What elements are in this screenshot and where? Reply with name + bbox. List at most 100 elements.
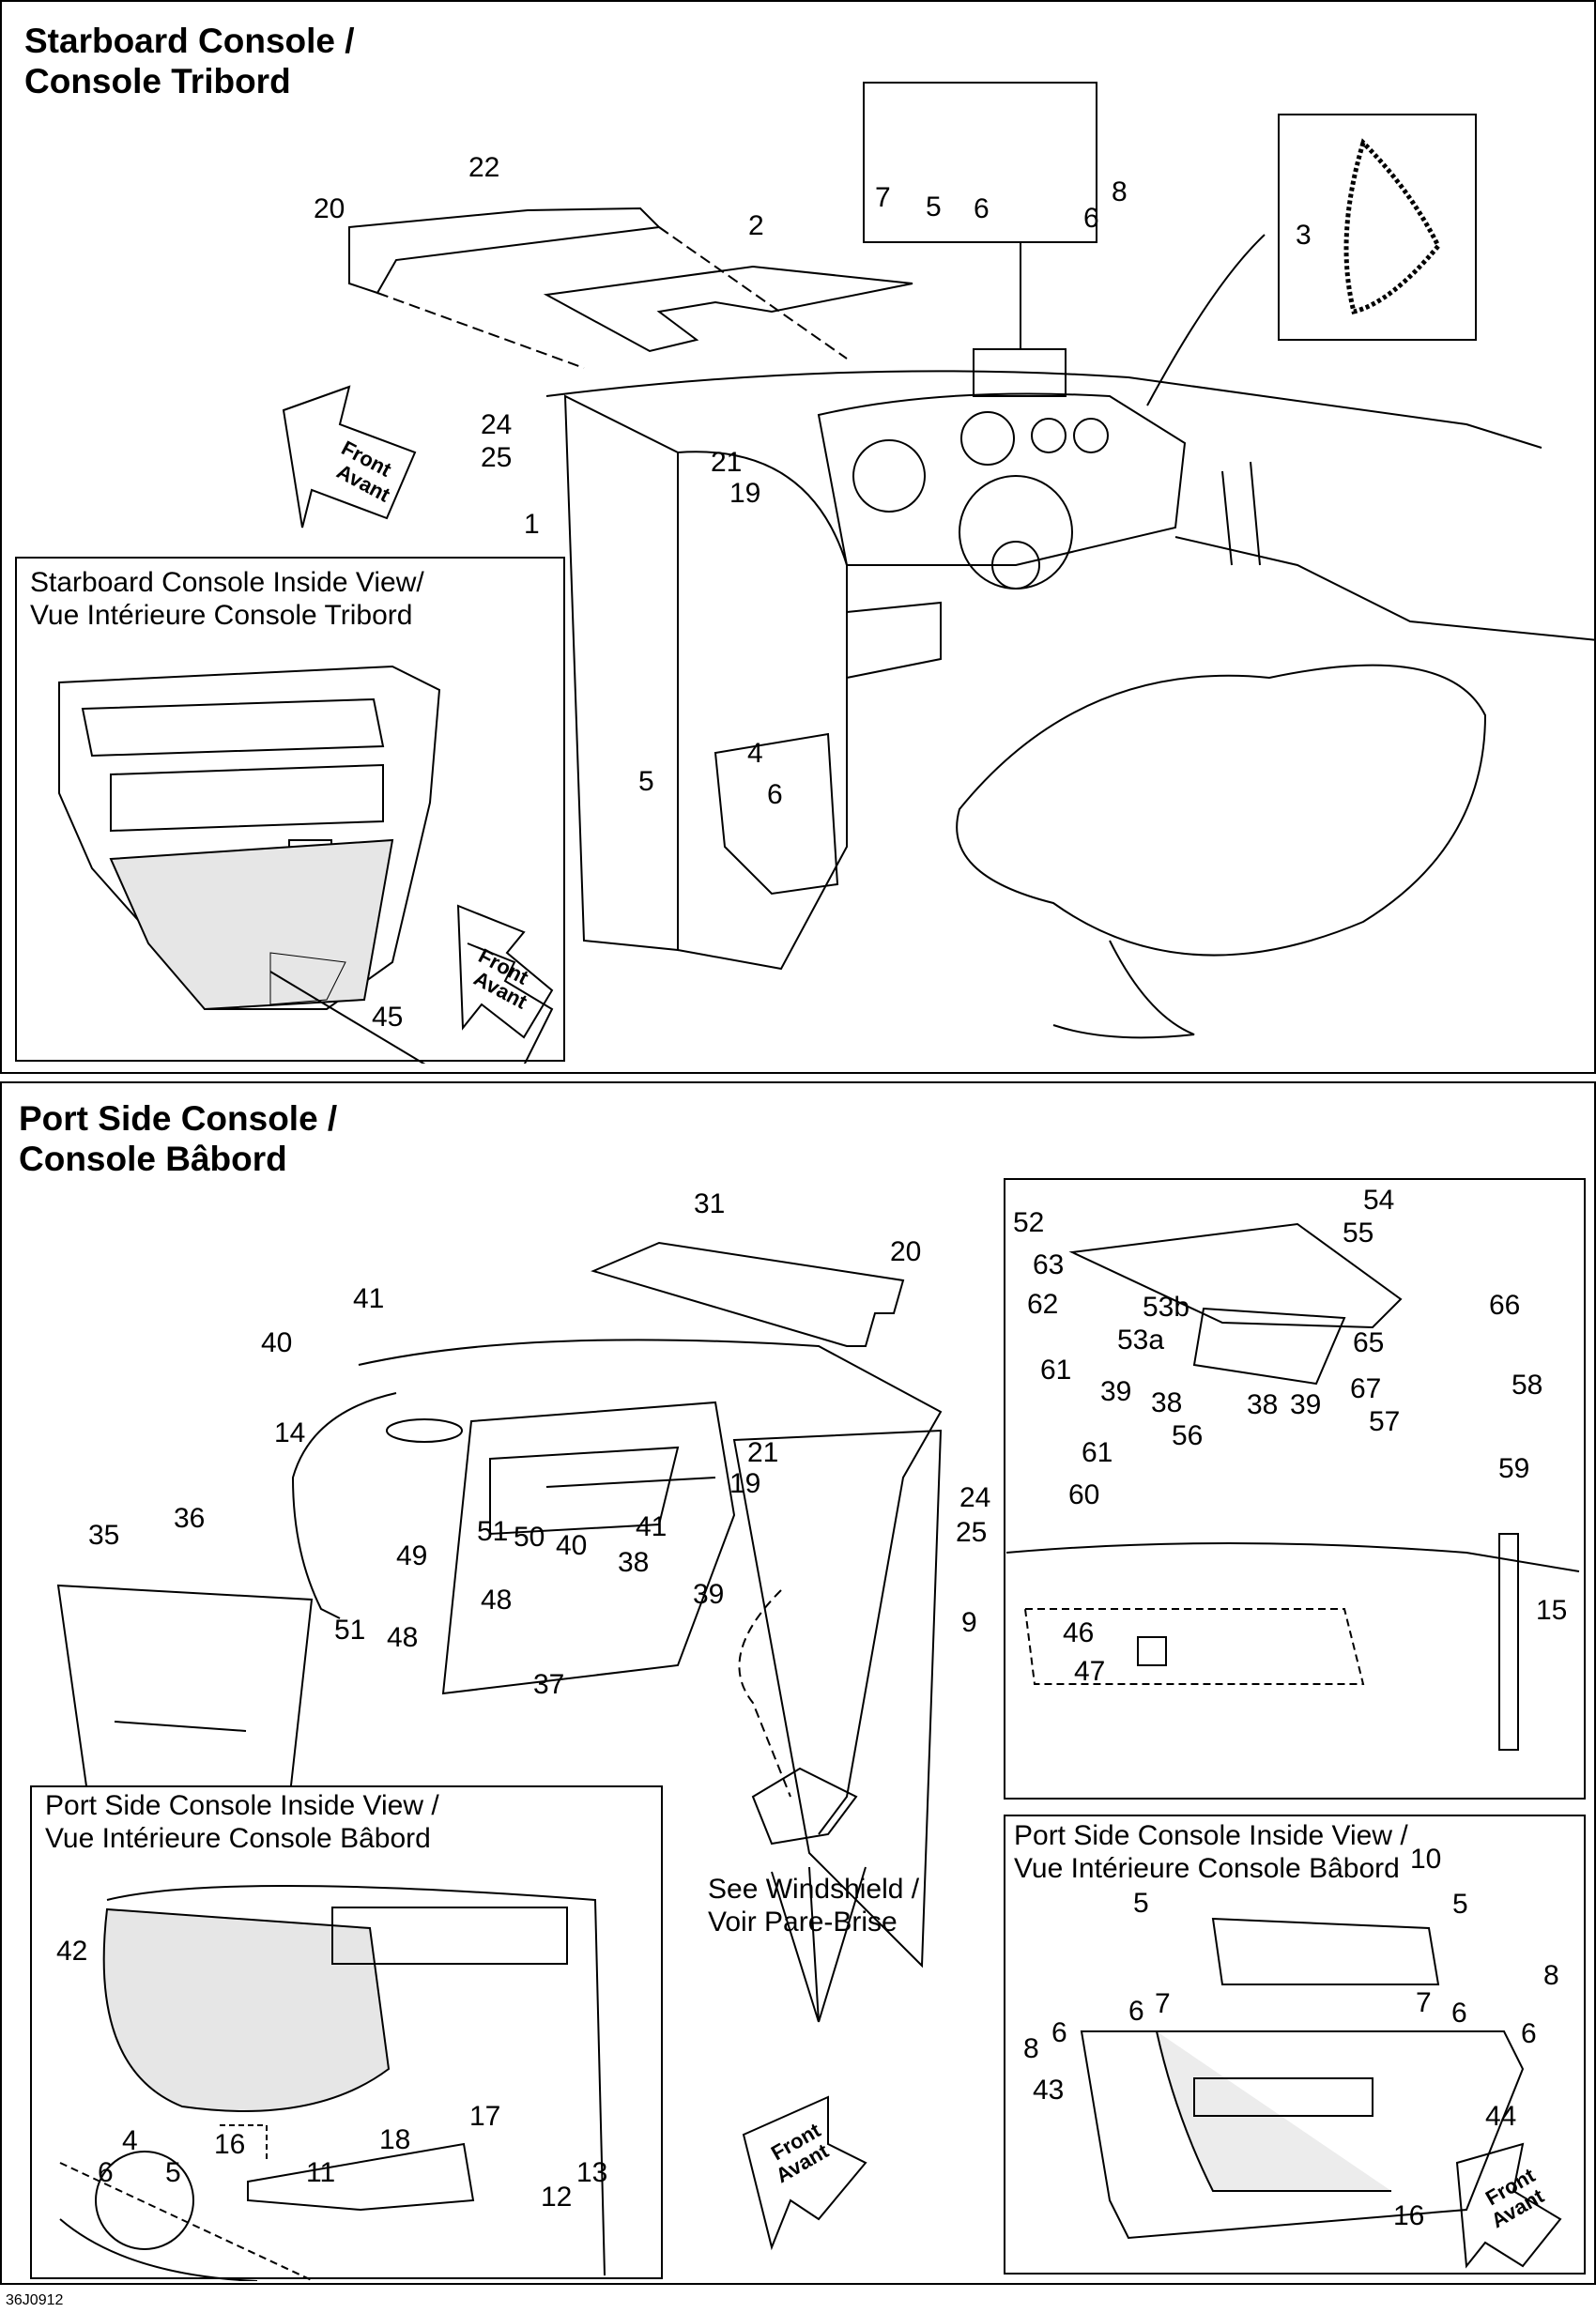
port-inside-view-inset-left: Port Side Console Inside View / Vue Inté… <box>30 1785 663 2281</box>
svg-text:11: 11 <box>306 2157 335 2188</box>
svg-text:46: 46 <box>1063 1617 1094 1648</box>
svg-text:50: 50 <box>514 1522 545 1553</box>
svg-text:8: 8 <box>1023 2033 1039 2064</box>
svg-text:40: 40 <box>556 1530 587 1561</box>
svg-text:6: 6 <box>1521 2018 1537 2049</box>
callout-24: 24 <box>481 409 512 440</box>
port-console-drawing: Front Avant Front Avant See Windshield /… <box>56 1178 1586 2275</box>
svg-text:59: 59 <box>1498 1453 1529 1484</box>
callout-8: 8 <box>1112 176 1128 207</box>
starboard-inside-view-inset: Starboard Console Inside View/ Vue Intér… <box>15 557 565 1064</box>
port-lower-detail-box <box>1004 1815 1586 2275</box>
port-side-console-title: Port Side Console / Console Bâbord <box>19 1099 338 1178</box>
svg-text:57: 57 <box>1369 1406 1400 1437</box>
starboard-console-drawing: 22 20 2 7 5 6 6 8 3 24 25 21 19 1 4 5 6 … <box>282 82 1596 1039</box>
svg-text:41: 41 <box>353 1283 384 1314</box>
svg-text:66: 66 <box>1489 1290 1520 1321</box>
svg-text:47: 47 <box>1074 1656 1105 1687</box>
port-side-console-panel: Port Side Console / Console Bâbord <box>0 1081 1596 2285</box>
svg-text:38: 38 <box>618 1547 649 1578</box>
svg-text:See Windshield /: See Windshield / <box>708 1874 920 1905</box>
svg-text:58: 58 <box>1512 1370 1542 1401</box>
svg-text:39: 39 <box>693 1579 724 1610</box>
front-arrow-lower-right <box>1455 2142 1562 2269</box>
svg-text:5: 5 <box>165 2157 181 2188</box>
svg-text:16: 16 <box>1393 2200 1424 2231</box>
windshield-note: See Windshield / Voir Pare-Brise <box>708 1874 920 1938</box>
svg-text:18: 18 <box>379 2124 410 2155</box>
svg-text:31: 31 <box>694 1188 725 1219</box>
svg-text:55: 55 <box>1343 1218 1373 1248</box>
svg-text:53a: 53a <box>1117 1325 1164 1356</box>
front-arrow-top <box>282 385 417 528</box>
svg-text:4: 4 <box>122 2125 138 2156</box>
svg-text:6: 6 <box>98 2157 114 2188</box>
callout-21: 21 <box>711 447 742 478</box>
svg-text:44: 44 <box>1485 2101 1516 2132</box>
svg-text:8: 8 <box>1543 1960 1559 1991</box>
callout-19: 19 <box>729 478 760 509</box>
svg-text:43: 43 <box>1033 2075 1064 2106</box>
callout-1: 1 <box>524 509 540 540</box>
callout-20: 20 <box>314 193 345 224</box>
svg-text:48: 48 <box>481 1585 512 1616</box>
svg-text:60: 60 <box>1068 1479 1099 1510</box>
front-arrow-inset: Front Avant <box>456 904 554 1039</box>
svg-text:7: 7 <box>1416 1987 1432 2018</box>
svg-text:15: 15 <box>1536 1595 1567 1626</box>
svg-text:56: 56 <box>1172 1420 1203 1451</box>
svg-text:61: 61 <box>1040 1355 1071 1386</box>
port-inside-view-right-title: Port Side Console Inside View / Vue Inté… <box>1014 1820 1408 1884</box>
svg-text:24: 24 <box>959 1482 990 1513</box>
callout-6b: 6 <box>1083 203 1099 234</box>
svg-text:36: 36 <box>174 1503 205 1534</box>
starboard-console-panel: Starboard Console / Console Tribord <box>0 0 1596 1074</box>
svg-text:25: 25 <box>956 1517 987 1548</box>
svg-text:63: 63 <box>1033 1249 1064 1280</box>
svg-text:38: 38 <box>1151 1387 1182 1418</box>
svg-text:48: 48 <box>387 1622 418 1653</box>
svg-text:38: 38 <box>1247 1389 1278 1420</box>
callout-25: 25 <box>481 442 512 473</box>
port-inside-view-left-title: Port Side Console Inside View / Vue Inté… <box>45 1790 439 1854</box>
svg-text:14: 14 <box>274 1417 305 1448</box>
svg-text:37: 37 <box>533 1669 564 1700</box>
callout-2: 2 <box>748 210 764 241</box>
svg-text:10: 10 <box>1410 1844 1441 1875</box>
svg-text:41: 41 <box>636 1511 667 1542</box>
svg-text:51: 51 <box>477 1516 508 1547</box>
front-arrow-bottom <box>742 2095 867 2251</box>
callout-7: 7 <box>875 182 891 213</box>
svg-text:39: 39 <box>1290 1389 1321 1420</box>
svg-text:51: 51 <box>334 1615 365 1646</box>
svg-text:61: 61 <box>1082 1437 1113 1468</box>
svg-text:6: 6 <box>1051 2017 1067 2048</box>
document-id: 36J0912 <box>6 2292 64 2308</box>
svg-text:16: 16 <box>214 2129 245 2160</box>
svg-text:7: 7 <box>1155 1988 1171 2019</box>
front-arrow-lower-right-label: Front Avant <box>1481 2163 1548 2232</box>
callout-6c: 6 <box>767 779 783 810</box>
front-arrow-bottom-label: Front Avant <box>767 2118 833 2187</box>
svg-text:6: 6 <box>1128 1996 1144 2027</box>
svg-text:67: 67 <box>1350 1373 1381 1404</box>
svg-text:6: 6 <box>1451 1998 1467 2029</box>
svg-text:19: 19 <box>729 1468 760 1499</box>
svg-text:9: 9 <box>961 1607 977 1638</box>
svg-text:54: 54 <box>1363 1185 1394 1216</box>
seal-detail-box <box>1278 114 1477 341</box>
svg-text:5: 5 <box>1452 1889 1468 1920</box>
bolt-detail-box <box>863 82 1097 243</box>
callout-3: 3 <box>1296 220 1312 251</box>
svg-text:35: 35 <box>88 1520 119 1551</box>
svg-text:20: 20 <box>890 1236 921 1267</box>
port-callouts-lower-right: 5 10 5 8 7 6 6 6 7 8 6 43 44 16 <box>1023 1844 1559 2231</box>
svg-text:49: 49 <box>396 1540 427 1571</box>
starboard-inside-view-title: Starboard Console Inside View/ Vue Intér… <box>30 567 424 631</box>
svg-text:42: 42 <box>56 1936 87 1967</box>
svg-text:40: 40 <box>261 1327 292 1358</box>
callout-5b: 5 <box>638 766 654 797</box>
svg-text:62: 62 <box>1027 1289 1058 1320</box>
callout-5: 5 <box>926 191 942 222</box>
front-arrow-top-label: Front Avant <box>333 436 396 507</box>
